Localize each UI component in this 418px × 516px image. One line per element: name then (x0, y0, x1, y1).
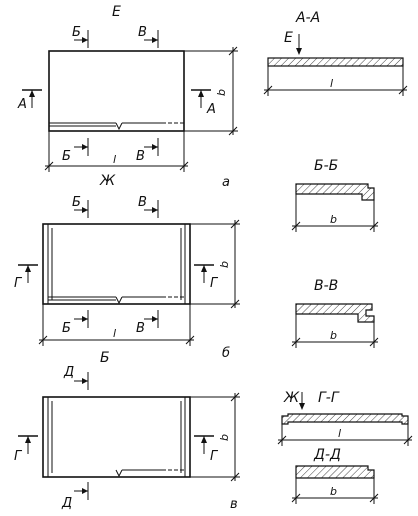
plan-a-view-label-bottom: Ж (99, 173, 116, 189)
plan-a-section-v-bottom: В (136, 149, 145, 164)
section-bb: Б-Б b (291, 158, 379, 232)
plan-v: Д Г Г b Д в (14, 365, 240, 512)
plan-b-section-v-bottom: В (136, 321, 145, 336)
plan-b-section-g-right: Г (210, 276, 219, 291)
section-aa-dim: l (330, 77, 333, 90)
section-vv-title: В-В (314, 278, 338, 294)
section-dd: Д-Д b (291, 447, 379, 504)
plan-b-section-g-left: Г (14, 276, 23, 291)
plan-v-section-d-bottom: Д (61, 496, 72, 511)
plan-b-bottom-label: Б (100, 350, 110, 366)
section-gg-title: Г-Г (318, 390, 340, 406)
section-aa-view-label: Е (284, 30, 293, 46)
plan-b-length-dim: l (113, 327, 116, 340)
plan-v-width-dim: b (218, 434, 231, 441)
plan-a-variant: а (222, 175, 230, 190)
plan-a: Е Б В А А b (17, 4, 238, 190)
plan-v-section-g-right: Г (210, 449, 219, 464)
section-bb-dim: b (330, 213, 337, 226)
plan-a-section-b-bottom: Б (62, 149, 71, 164)
section-dd-title: Д-Д (313, 447, 341, 463)
section-bb-title: Б-Б (314, 158, 338, 174)
section-aa-title: А-А (295, 10, 320, 26)
plan-b-section-b-top: Б (72, 195, 81, 210)
plan-a-length-dim: l (113, 153, 116, 166)
plan-b-section-v-top: В (138, 195, 147, 210)
plan-a-section-a-left: А (17, 97, 27, 112)
plan-v-variant: в (230, 497, 238, 512)
plan-b-variant: б (222, 346, 230, 361)
section-gg-view-label: Ж (283, 390, 300, 406)
section-dd-dim: b (330, 485, 337, 498)
plan-a-section-b-top: Б (72, 25, 81, 40)
plan-v-section-g-left: Г (14, 449, 23, 464)
plan-v-section-d-top: Д (63, 365, 74, 380)
plan-a-width-dim: b (215, 89, 228, 96)
section-vv: В-В b (291, 278, 379, 348)
plan-a-view-label: Е (112, 4, 121, 20)
plan-b-width-dim: b (218, 261, 231, 268)
section-aa: А-А Е l (263, 10, 408, 96)
section-vv-dim: b (330, 329, 337, 342)
plan-a-section-a-right: А (206, 102, 216, 117)
plan-b: Б В Г Г b (14, 195, 240, 366)
section-gg: Г-Г Ж l (277, 390, 413, 446)
plan-b-section-b-bottom: Б (62, 321, 71, 336)
plan-a-section-v-top: В (138, 25, 147, 40)
section-gg-dim: l (338, 427, 341, 440)
